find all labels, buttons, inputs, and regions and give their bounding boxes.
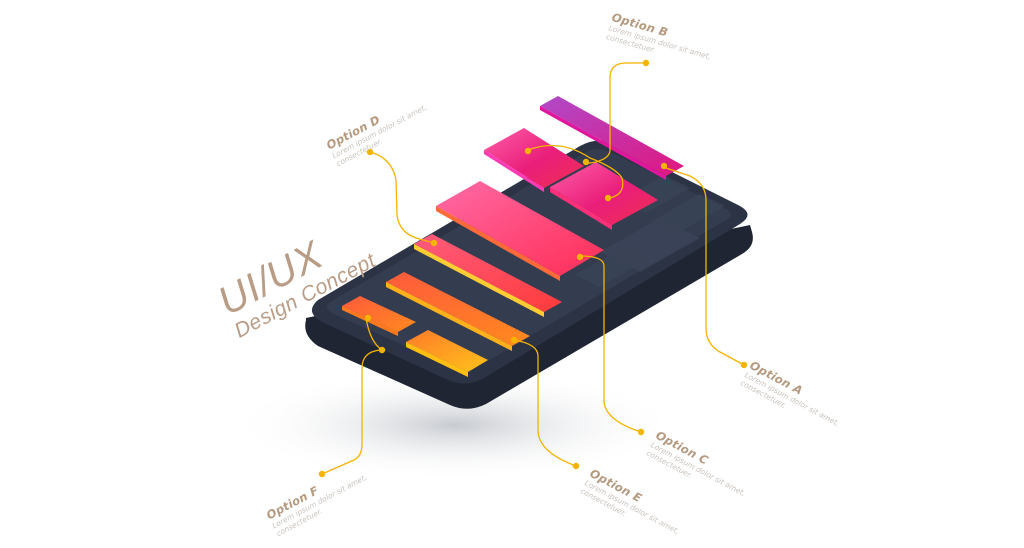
dot-option-d [366,148,374,156]
card-option-e-edge [386,282,512,351]
dot-option-c [637,428,645,436]
card-option-f-top [342,296,416,332]
connector-option-c [579,255,642,433]
dot-option-e [572,462,580,470]
dot-card-f [364,314,372,322]
card-option-a [550,162,658,225]
connector-dots [318,59,748,478]
connector-option-b [583,62,646,165]
connector-option-a [665,167,745,366]
card-orange-yellow [406,330,488,372]
dot-card-pink-2 [582,158,590,166]
card-option-b-edge [540,106,666,180]
card-option-c [436,181,604,276]
dot-card-a [604,194,612,202]
card-orange-yellow-edge [406,342,468,377]
dot-card-pink [524,147,532,155]
card-option-c-edge [436,206,560,281]
connector-option-d [369,151,435,244]
dot-option-b [642,59,650,67]
dot-card-c [576,253,584,261]
card-option-e [386,272,530,346]
dot-card-e [510,336,518,344]
dot-option-a [740,361,748,369]
card-pink-upper-edge [484,150,544,192]
phone-shadow [230,370,680,480]
card-red-wide-edge [414,244,544,317]
connector-lines [321,62,745,475]
dot-card-red [430,239,438,247]
card-option-f-edge [342,306,398,336]
dot-card-f2 [378,346,386,354]
card-pink-upper [484,128,584,188]
card-option-b [540,96,684,176]
dot-card-purple [660,162,668,170]
connector-option-e [513,339,577,467]
screen-block [575,246,650,287]
dot-option-f [318,470,326,478]
card-red-wide [414,234,562,312]
card-option-a-edge [550,187,612,230]
connector-pink-card [527,144,624,199]
connector-option-f [321,317,385,475]
